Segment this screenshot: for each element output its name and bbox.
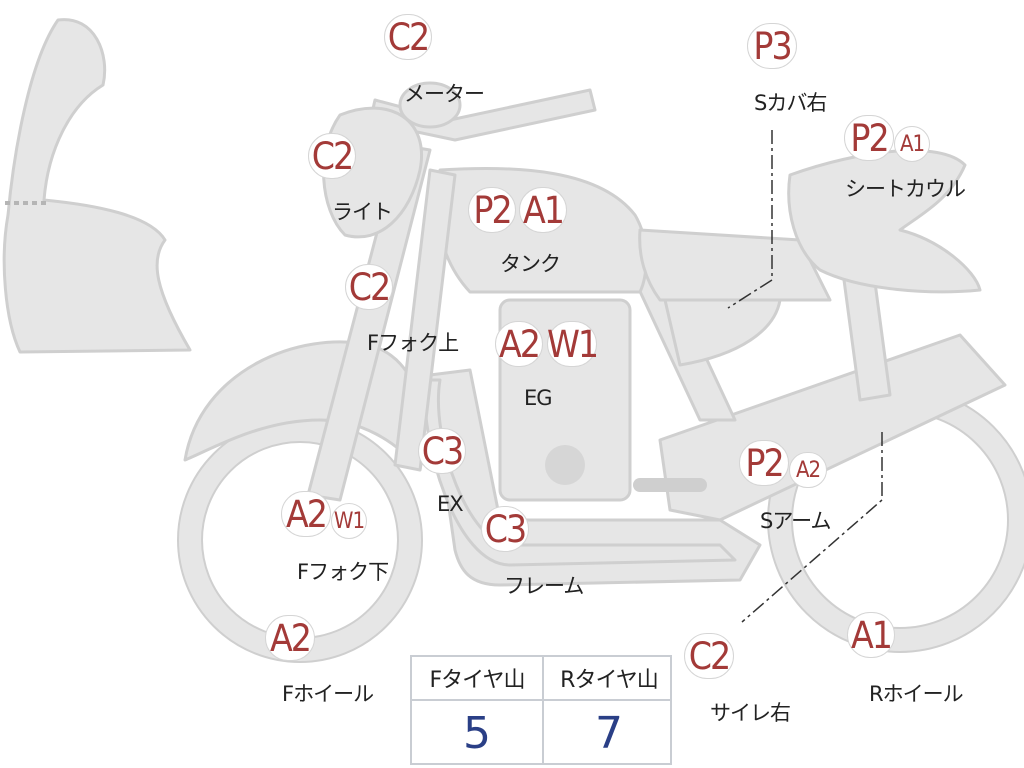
front-tire-header: Fタイヤ山 <box>429 668 526 693</box>
front-wheel-label: Fホイール <box>282 682 374 706</box>
swing-arm-shape <box>658 333 1007 522</box>
fork-lower-grade-badge-2: W1 <box>331 503 367 539</box>
engine-label: EG <box>524 386 553 410</box>
rear-wheel-label: Rホイール <box>869 682 964 706</box>
swing-arm-grade-badge-2: A2 <box>789 452 827 488</box>
rear-tire-header: Rタイヤ山 <box>560 668 659 693</box>
rear-wheel-grade-badge: A1 <box>847 612 895 658</box>
rear-tire-value: 7 <box>595 707 623 759</box>
seat-cowl-label: シートカウル <box>845 177 966 201</box>
fork-upper-label: Fフォク上 <box>367 331 459 355</box>
side-cover-grade-badge: P3 <box>747 23 797 69</box>
side-cover-shape <box>663 298 782 367</box>
muffler-grade-badge: C2 <box>684 633 734 679</box>
swing-arm-label: Sアーム <box>760 509 831 533</box>
front-tire-value: 5 <box>463 707 491 759</box>
light-label: ライト <box>332 200 393 224</box>
front-wheel-grade-badge: A2 <box>265 615 315 661</box>
engine-grade-badge-1: A2 <box>495 321 543 367</box>
frame-grade-badge: C3 <box>481 506 529 552</box>
tank-label: タンク <box>500 252 561 276</box>
side-cover-leader <box>727 130 773 309</box>
fork-upper-grade-badge: C2 <box>345 264 393 310</box>
swing-arm-grade-badge-1: P2 <box>739 440 789 486</box>
frame-label: フレーム <box>504 574 584 598</box>
engine-grade-badge-2: W1 <box>546 321 599 367</box>
fork-lower-label: Fフォク下 <box>297 560 389 584</box>
fork-lower-grade-badge-1: A2 <box>281 491 331 537</box>
muffler-label: サイレ右 <box>710 701 791 725</box>
seat-cowl-grade-badge-2: A1 <box>894 126 930 162</box>
seat-cowl-shape <box>787 149 982 294</box>
light-grade-badge: C2 <box>308 133 356 179</box>
meter-label: メーター <box>404 82 485 106</box>
side-cover-label: Sカバ右 <box>754 91 827 115</box>
meter-shape <box>398 81 462 129</box>
tire-tread-table: Fタイヤ山 Rタイヤ山 5 7 <box>410 655 672 765</box>
meter-grade-badge: C2 <box>384 14 432 60</box>
seat-cowl-grade-badge-1: P2 <box>844 115 894 161</box>
tank-grade-badge-1: P2 <box>468 187 516 233</box>
tank-grade-badge-2: A1 <box>519 187 567 233</box>
exhaust-grade-badge: C3 <box>418 428 466 474</box>
front-cowl-shape <box>2 18 192 354</box>
exhaust-label: EX <box>437 492 464 516</box>
muffler-leader <box>741 432 883 623</box>
